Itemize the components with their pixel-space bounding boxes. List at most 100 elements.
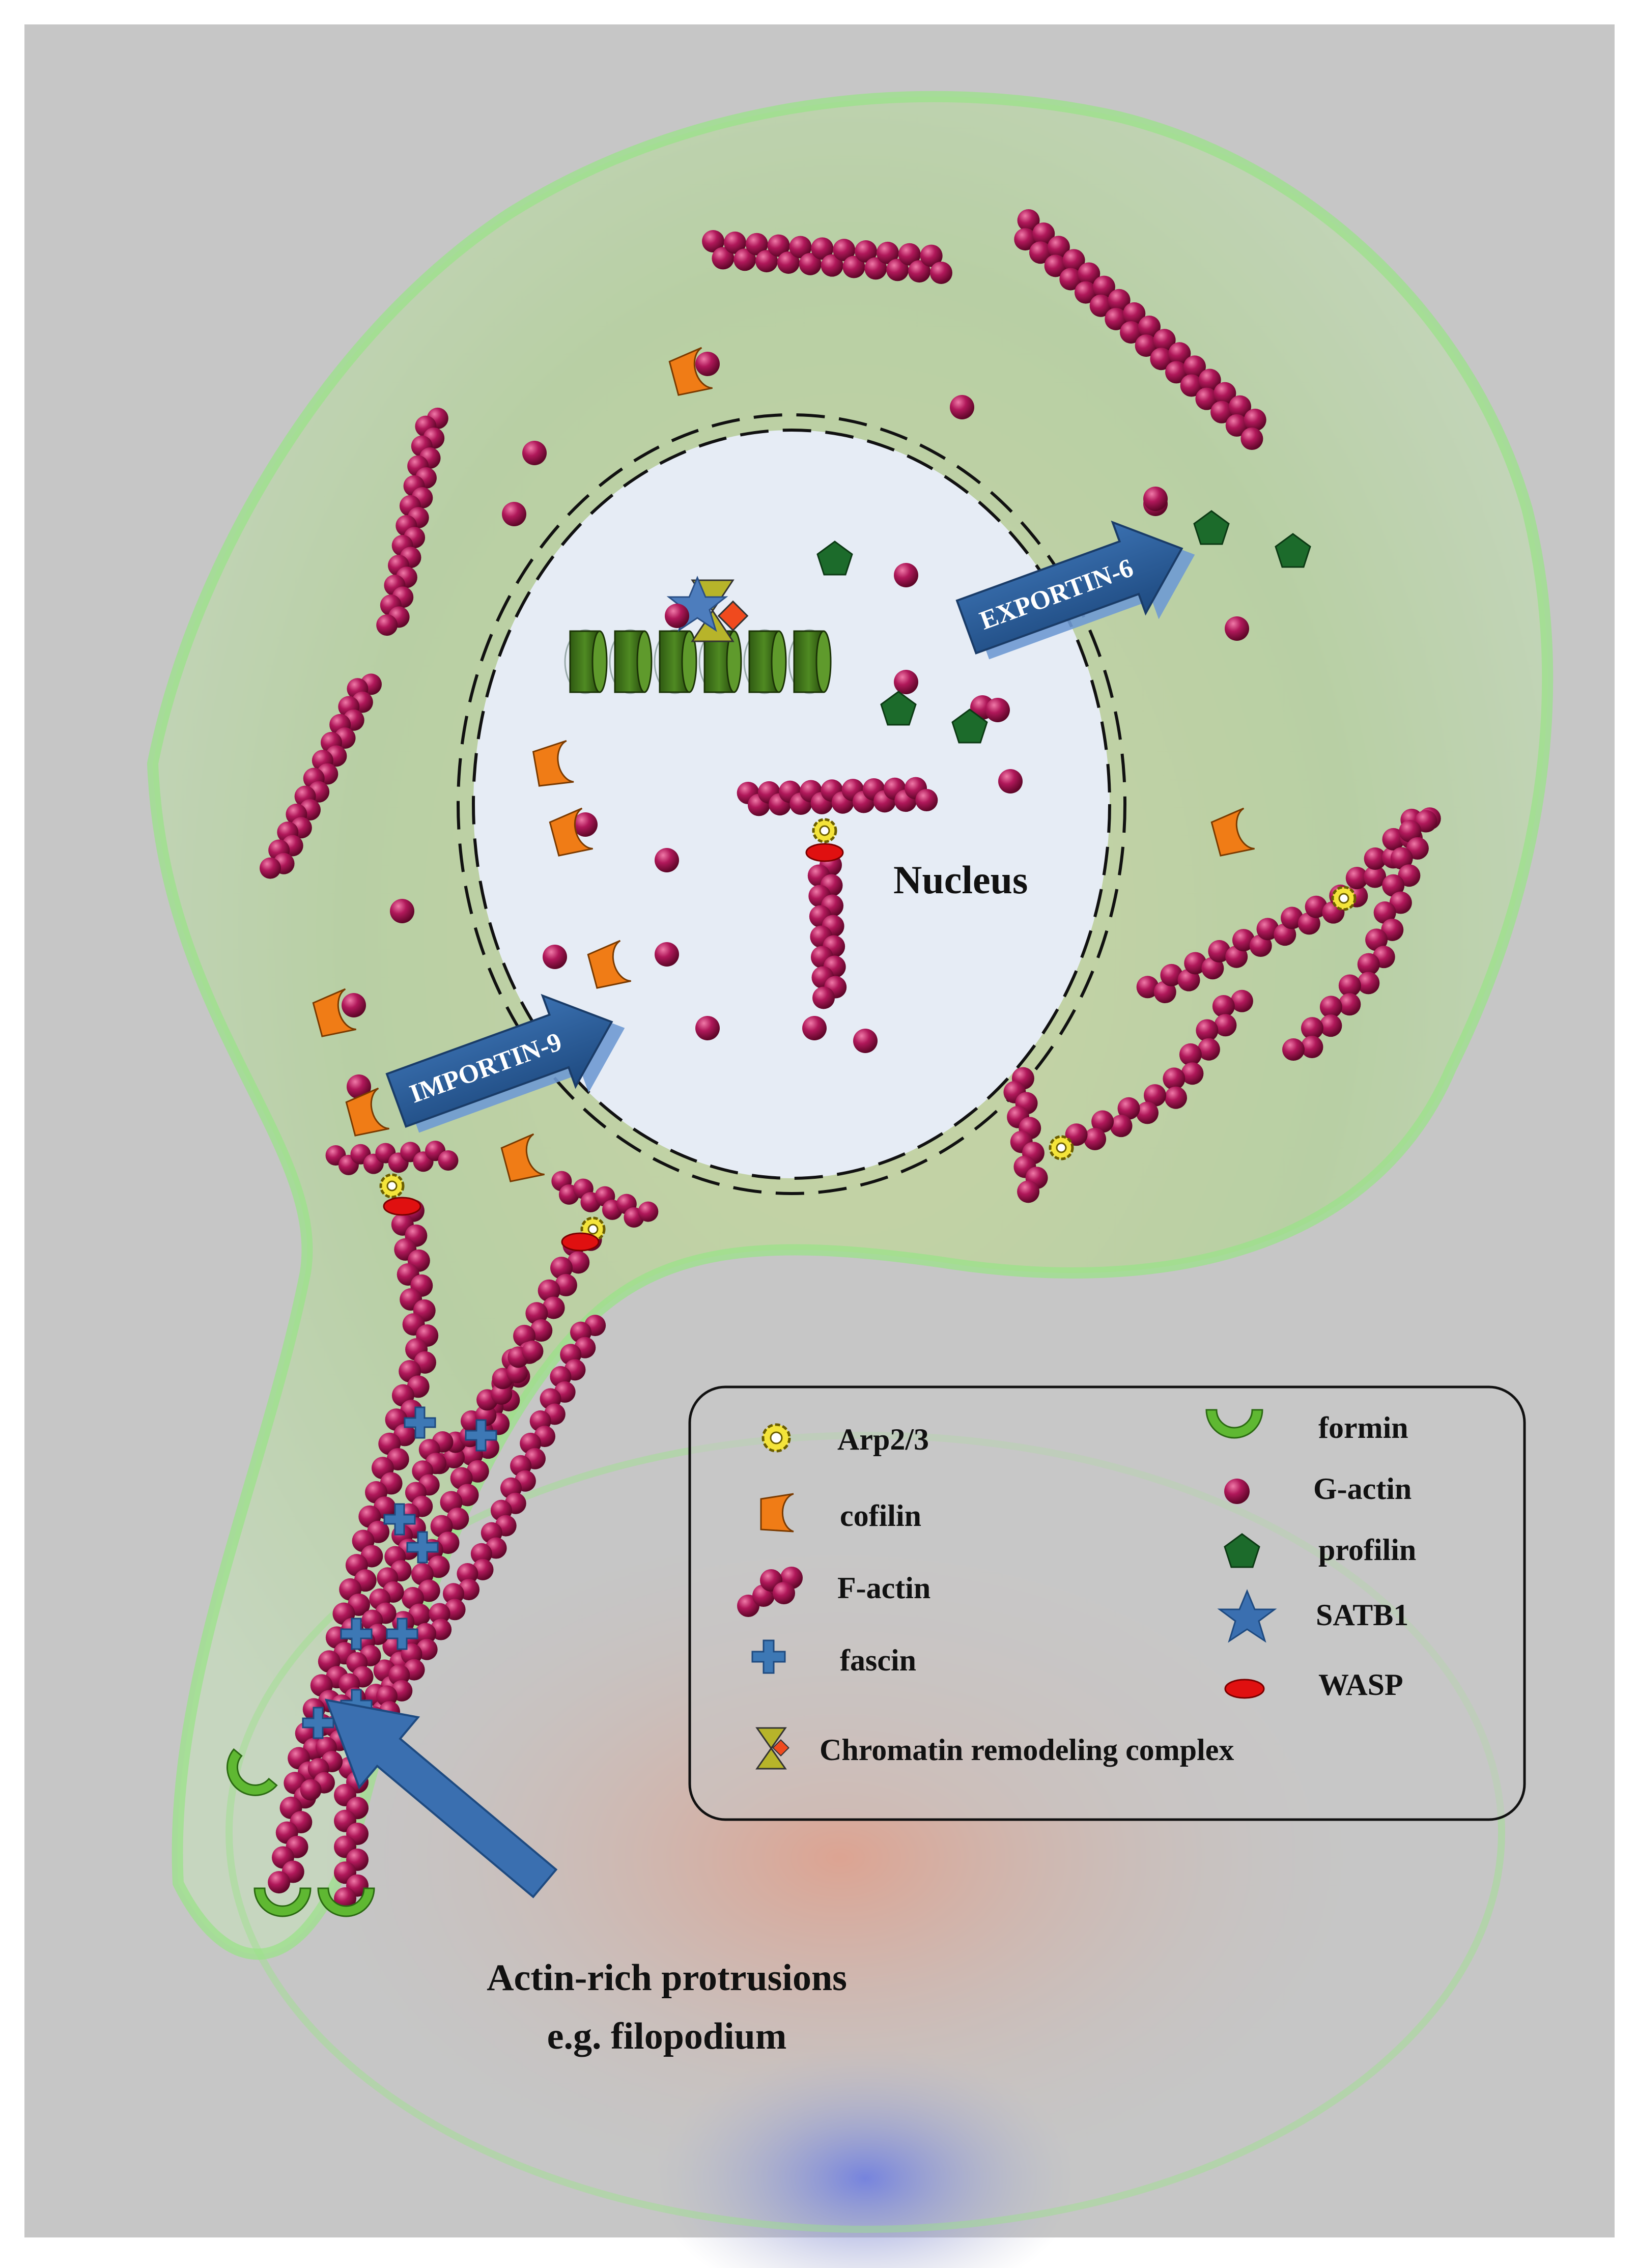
- actin-bead: [470, 1543, 492, 1565]
- actin-bead: [1357, 972, 1380, 995]
- actin-bead: [876, 241, 899, 264]
- lower-blue-glow: [652, 2046, 1079, 2268]
- actin-bead: [1032, 222, 1055, 245]
- actin-bead: [1168, 342, 1191, 365]
- actin-bead: [812, 986, 835, 1009]
- arp23-core: [587, 1224, 599, 1235]
- actin-bead: [342, 993, 366, 1017]
- actin-bead: [415, 1623, 437, 1645]
- actin-bead: [1136, 976, 1159, 999]
- fascin-icon: [751, 1639, 786, 1674]
- arp23-proteins: [379, 818, 1357, 1252]
- actin-bead: [1163, 1067, 1186, 1090]
- f-actin-icon: [737, 1567, 803, 1617]
- actin-bead: [1183, 355, 1206, 378]
- actin-bead: [1153, 329, 1176, 352]
- actin-bead: [1214, 1014, 1237, 1037]
- actin-bead: [811, 237, 834, 260]
- actin-bead: [1017, 209, 1040, 232]
- actin-bead: [260, 857, 281, 879]
- nucleosome-face: [591, 630, 608, 693]
- actin-bead: [376, 614, 398, 636]
- legend-label-fascin: fascin: [840, 1643, 916, 1677]
- cofilin: [532, 740, 574, 787]
- actin-bead: [1301, 1017, 1323, 1040]
- actin-bead: [1212, 995, 1235, 1017]
- actin-bead: [502, 502, 526, 526]
- actin-bead: [1105, 307, 1127, 330]
- actin-bead: [1301, 1036, 1323, 1059]
- legend-label-satb1: SATB1: [1316, 1598, 1408, 1632]
- nucleosome-face: [636, 630, 653, 693]
- actin-bead: [567, 1251, 590, 1274]
- actin-bead: [1229, 395, 1252, 418]
- arp23-icon: [761, 1423, 791, 1453]
- formin: [253, 1887, 312, 1917]
- actin-bead: [898, 243, 921, 266]
- actin-bead: [1017, 1180, 1040, 1203]
- actin-bead: [390, 899, 414, 923]
- actin-bead: [457, 1563, 478, 1584]
- profilin: [1275, 533, 1311, 568]
- actin-bead: [542, 1296, 565, 1319]
- actin-bead: [429, 1603, 450, 1625]
- actin-bead: [655, 942, 679, 967]
- actin-bead: [1177, 969, 1200, 991]
- nucleus-label: Nucleus: [893, 858, 1028, 902]
- actin-bead: [1123, 302, 1146, 325]
- nucleosome-face: [815, 630, 832, 693]
- actin-bead: [1365, 928, 1388, 951]
- cofilin: [587, 940, 631, 989]
- actin-bead: [655, 848, 679, 872]
- arp23-core: [1056, 1142, 1067, 1153]
- actin-bead: [833, 239, 856, 262]
- fascin: [383, 1503, 416, 1536]
- actin-bead: [1201, 957, 1224, 980]
- actin-bead: [506, 1362, 528, 1383]
- legend: Arp2/3 cofilin F-actin fascin Chromatin …: [688, 1385, 1526, 1821]
- actin-bead: [1225, 414, 1248, 437]
- actin-bead: [573, 812, 598, 837]
- actin-bead: [1195, 387, 1218, 410]
- legend-label-g-actin: G-actin: [1313, 1472, 1412, 1506]
- profilin-proteins: [816, 510, 1311, 744]
- actin-bead: [300, 1779, 322, 1801]
- cofilin: [549, 807, 593, 857]
- actin-bead: [1136, 1101, 1159, 1124]
- legend-label-chromatin-complex: Chromatin remodeling complex: [820, 1733, 1234, 1767]
- actin-bead: [1382, 828, 1405, 850]
- actin-bead: [1319, 996, 1342, 1018]
- actin-bead: [1338, 974, 1361, 997]
- actin-bead: [1213, 382, 1236, 405]
- actin-bead: [438, 1150, 459, 1171]
- actin-bead: [522, 441, 547, 465]
- actin-bead: [1364, 865, 1387, 888]
- actin-bead: [530, 1319, 553, 1342]
- cofilin: [500, 1133, 545, 1182]
- formin: [226, 1748, 278, 1796]
- actin-bead: [695, 1016, 720, 1040]
- actin-bead: [1117, 1097, 1140, 1120]
- actin-bead: [1138, 316, 1161, 338]
- actin-bead: [1373, 901, 1396, 924]
- actin-bead: [802, 1016, 827, 1040]
- cofilin: [345, 1087, 389, 1137]
- nucleosome-face: [681, 630, 697, 693]
- cofilin-proteins: [312, 347, 1255, 1182]
- actin-bead: [998, 769, 1023, 793]
- actin-bead: [1089, 294, 1112, 317]
- wasp: [383, 1197, 421, 1216]
- actin-bead: [745, 233, 768, 256]
- actin-bead: [1281, 906, 1304, 929]
- fascin: [406, 1531, 439, 1564]
- actin-bead: [1390, 847, 1413, 870]
- actin-bead: [777, 251, 800, 274]
- legend-label-formin: formin: [1318, 1411, 1408, 1444]
- actin-bead: [442, 1583, 464, 1605]
- g-actin-icon: [1224, 1479, 1250, 1504]
- chromatin-complex-icon: [755, 1727, 789, 1770]
- protrusion-pointer-arrow: [324, 1698, 558, 1898]
- formin: [317, 1887, 375, 1917]
- actin-bead: [755, 250, 778, 273]
